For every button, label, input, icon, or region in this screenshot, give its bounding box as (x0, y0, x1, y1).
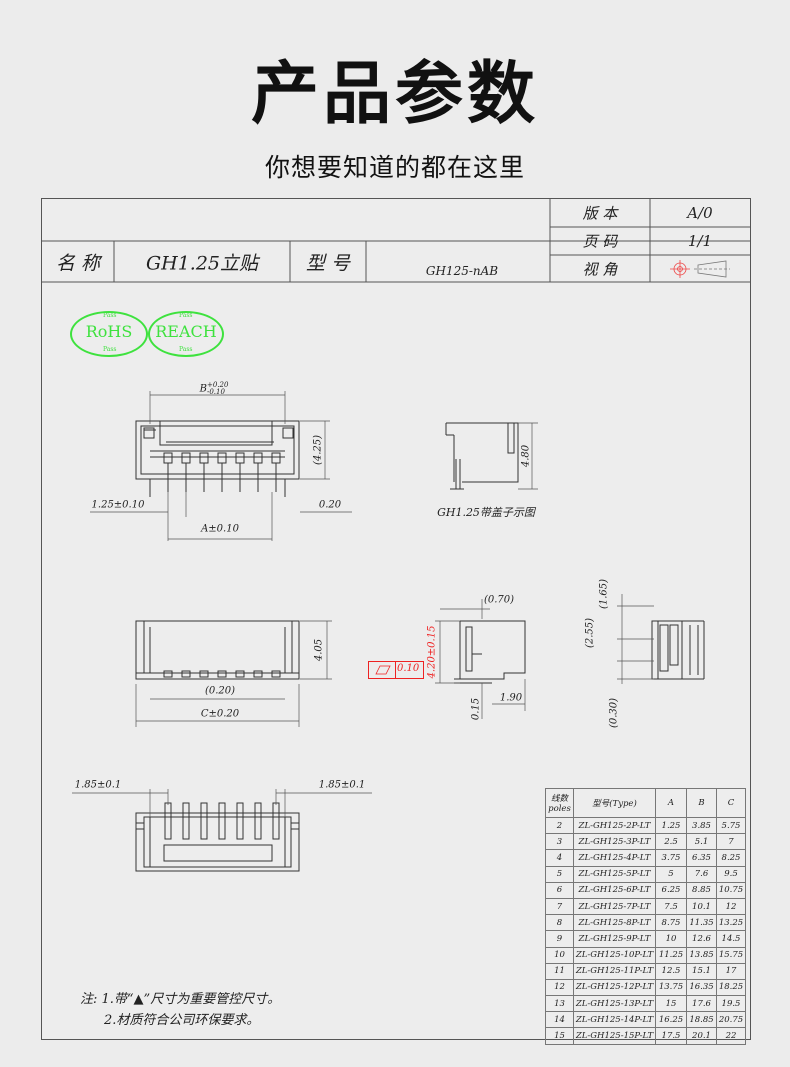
version-value: A/0 (687, 204, 713, 222)
dim-pitch: 1.25±0.10 (91, 499, 145, 511)
dim-side-thickness: 0.15 (470, 697, 482, 721)
section-view (651, 620, 705, 680)
cap-view (445, 422, 519, 490)
reach-seal-icon: REACH Pass Pass (148, 311, 224, 357)
model-label: 型 号 (305, 252, 351, 275)
note-line-1: 注: 1.带“▲”尺寸为重要管控尺寸。 (80, 992, 281, 1007)
flatness-tolerance-box: 0.10 (368, 661, 424, 679)
dim-section-1: (1.65) (598, 578, 610, 610)
dim-bottom-left: 1.85±0.1 (74, 779, 122, 791)
name-value: GH1.25立贴 (145, 252, 259, 275)
note-line-2: 2.材质符合公司环保要求。 (104, 1013, 260, 1028)
header-a: A (655, 788, 687, 818)
dim-a: A±0.10 (201, 523, 239, 535)
dim-top-height: (4.25) (312, 434, 324, 466)
page-title: 产品参数 (250, 55, 539, 134)
dim-c: C±0.20 (200, 708, 240, 720)
dim-side-foot: 1.90 (499, 692, 523, 704)
version-label: 版 本 (582, 204, 618, 223)
dim-pin-width: 0.20 (318, 499, 342, 511)
dim-b: B+0.20-0.10 (199, 381, 229, 396)
header-c: C (716, 788, 746, 818)
rohs-seal-icon: RoHS Pass Pass (70, 311, 148, 357)
header-b: B (686, 788, 717, 818)
cap-caption: GH1.25带盖子示图 (437, 506, 535, 519)
dim-section-2: (2.55) (584, 617, 596, 649)
front-view (135, 620, 300, 680)
page-label: 页 码 (582, 232, 618, 251)
notes: 注: 1.带“▲”尺寸为重要管控尺寸。 2.材质符合公司环保要求。 (80, 989, 280, 1031)
dim-front-inner: (0.20) (204, 685, 236, 697)
side-view (454, 620, 526, 684)
drawing-sheet: 版 本 A/0 页 码 1/1 视 角 名 称 GH1.25立贴 型 号 GH1… (41, 198, 751, 1045)
dim-side-height: 4.20±0.15 (426, 625, 438, 679)
technical-drawing (42, 199, 750, 872)
dim-side-top: (0.70) (483, 594, 515, 606)
header-type: 型号(Type) (573, 788, 656, 818)
page-value: 1/1 (687, 232, 713, 250)
top-view (135, 420, 300, 497)
page-subtitle: 你想要知道的都在这里 (264, 153, 525, 182)
projection-symbol-icon (670, 260, 690, 278)
dim-section-3: (0.30) (608, 697, 620, 729)
flatness-icon (369, 662, 396, 678)
dim-front-height: 4.05 (313, 638, 325, 662)
dim-cap-height: 4.80 (520, 444, 532, 468)
view-label: 视 角 (582, 260, 618, 279)
bottom-view (135, 802, 300, 872)
name-label: 名 称 (55, 252, 101, 275)
dim-bottom-right: 1.85±0.1 (318, 779, 366, 791)
model-value: GH125-nAB (425, 264, 499, 278)
